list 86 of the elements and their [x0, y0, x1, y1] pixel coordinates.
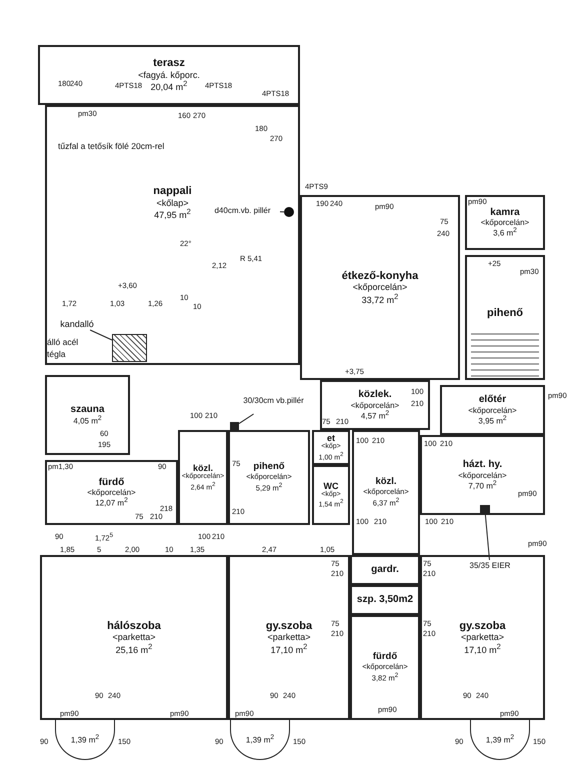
- room-outline: [320, 380, 430, 430]
- room-outline: [352, 430, 420, 555]
- room-name: gy.szoba: [266, 620, 312, 632]
- area-label: 1,39 m$^{2}$: [70, 734, 100, 745]
- area-label: 17,10 m$^{2}$: [270, 642, 308, 656]
- balcony-bay: [470, 720, 530, 760]
- room-outline: [312, 430, 350, 465]
- area-label: 1,39 m$^{2}$: [246, 734, 274, 745]
- area-label: 12,07 m$^{2}$: [95, 497, 128, 508]
- floor-material: <parketta>: [267, 632, 311, 643]
- balcony-bay: [230, 720, 290, 760]
- floor-material: <kőporcelán>: [458, 470, 507, 480]
- room-name: nappali: [153, 185, 192, 198]
- room-outline: [40, 555, 228, 720]
- leader-line: [484, 514, 490, 560]
- area-label: 33,72 m$^{2}$: [362, 292, 398, 306]
- room-name: étkező-konyha: [342, 270, 418, 282]
- room-name: WC: [324, 480, 338, 491]
- fireplace-symbol: [112, 334, 147, 362]
- floor-material: <kőporcelán>: [87, 488, 136, 498]
- room-outline: [350, 555, 420, 585]
- room-name: pihenő: [253, 462, 285, 474]
- chimney-symbol: [480, 505, 490, 515]
- area-label: 47,95 m$^{2}$: [154, 208, 191, 220]
- floor-material: <parketta>: [460, 632, 504, 643]
- room-outline: [312, 465, 350, 525]
- room-name: gy.szoba: [459, 620, 506, 632]
- room-name: terasz: [153, 57, 185, 70]
- note-text: tégla: [47, 350, 66, 358]
- floor-material: <kőlap>: [156, 198, 189, 208]
- callout-text: 30/30cm vb.pillér: [243, 396, 304, 406]
- floor-material: <kőporcelán>: [480, 218, 530, 228]
- leader-line: [238, 414, 254, 424]
- note-text: tűzfal a tetősík fölé 20cm-rel: [58, 142, 164, 150]
- floor-material: <kőporcelán>: [350, 400, 400, 410]
- area-label: 3,6 m$^{2}$: [493, 227, 517, 238]
- pillar-symbol: [284, 207, 294, 217]
- area-label: 7,70 m$^{2}$: [468, 480, 497, 491]
- room-outline: [45, 460, 178, 525]
- balcony-bay: [55, 720, 115, 760]
- room-outline: [178, 430, 228, 525]
- room-name: előtér: [478, 394, 506, 406]
- room-outline: [45, 375, 130, 455]
- floor-material: 4,05 m$^{2}$: [73, 415, 102, 426]
- area-label: 17,10 m$^{2}$: [464, 642, 501, 656]
- callout-text: d40cm.vb. pillér: [214, 206, 271, 216]
- room-name: et: [326, 433, 335, 444]
- room-outline: [228, 430, 310, 525]
- pillar-symbol: [230, 422, 239, 431]
- area-label: 1,39 m$^{2}$: [486, 734, 514, 745]
- room-name: közl.: [192, 463, 213, 474]
- leader-line: [280, 211, 284, 212]
- area-label: 3,95 m$^{2}$: [478, 414, 507, 426]
- floor-material: <parketta>: [112, 632, 156, 643]
- room-outline: [420, 555, 545, 720]
- floor-material: <kőporcelán>: [468, 406, 517, 415]
- note-text: álló acél: [47, 338, 78, 346]
- room-outline: [465, 195, 545, 250]
- leader-line: [90, 330, 112, 340]
- area-label: 4,57 m$^{2}$: [360, 410, 390, 421]
- room-name: hálószoba: [107, 620, 161, 632]
- floor-material: <kőporcelán>: [352, 282, 408, 293]
- room-outline: [440, 385, 545, 435]
- callout-text: kandalló: [60, 318, 94, 330]
- staircase-landing: [465, 255, 545, 380]
- callout-text: 35/35 EIER: [470, 561, 510, 571]
- room-outline: [300, 195, 460, 380]
- room-outline: [38, 45, 300, 105]
- room-outline: [228, 555, 350, 720]
- floor-material: <fagyá. kőporc.: [138, 70, 200, 80]
- room-name: szauna: [70, 404, 104, 415]
- room-name: szp. 3,50m2: [356, 594, 414, 606]
- room-outline: [350, 585, 420, 615]
- room-name: kamra: [490, 206, 520, 218]
- room-outline: [45, 105, 300, 365]
- area-label: 20,04 m$^{2}$: [150, 80, 188, 93]
- room-name: közl.: [375, 477, 397, 488]
- area-label: 25,16 m$^{2}$: [116, 642, 152, 656]
- room-outline: [350, 615, 420, 720]
- room-name: fürdő: [98, 476, 124, 488]
- room-name: fürdő: [372, 652, 398, 664]
- room-name: pihenő: [486, 307, 524, 320]
- room-outline: [420, 435, 545, 515]
- room-name: gardr.: [371, 564, 399, 576]
- room-name: közlek.: [358, 389, 392, 401]
- room-name: házt. hy.: [462, 459, 502, 471]
